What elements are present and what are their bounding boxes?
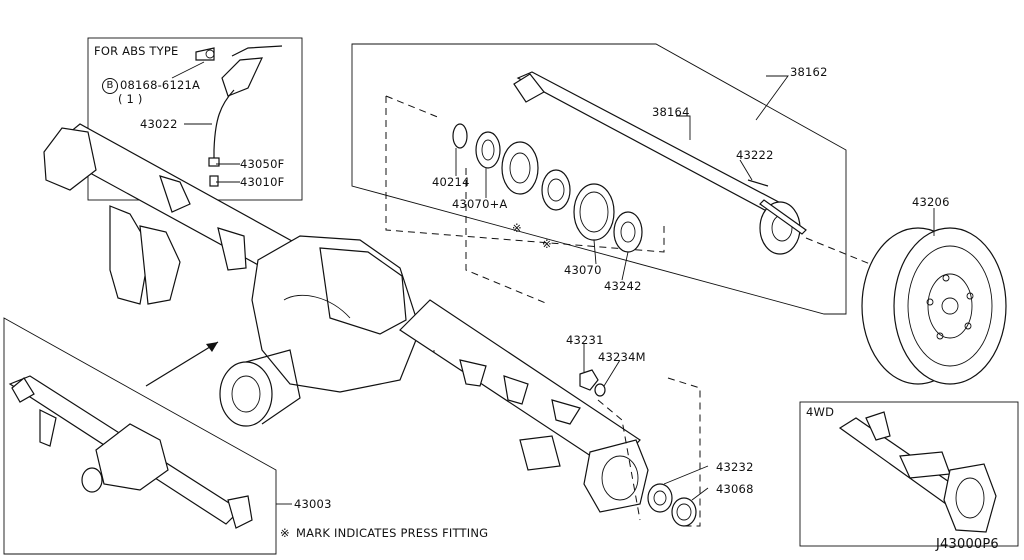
axle-shaft-frame (351, 43, 847, 315)
oil-seal-icon (647, 483, 673, 513)
four-wd-note: 4WD (806, 405, 835, 419)
part-label-43206[interactable]: 43206 (912, 195, 950, 209)
axle-assembly-icon (8, 375, 253, 529)
axle-shaft-icon (513, 71, 807, 255)
part-label-43070A[interactable]: 43070+A (452, 197, 508, 211)
brake-drum-icon (861, 227, 1007, 385)
axle-housing-icon (43, 123, 649, 513)
part-label-43010F[interactable]: 43010F (240, 175, 285, 189)
diagram-code: J43000P6 (936, 537, 999, 552)
part-label-43234M[interactable]: 43234M (598, 350, 646, 364)
part-label-43070[interactable]: 43070 (564, 263, 602, 277)
press-fit-mark-2: ※ (542, 237, 552, 251)
part-label-43231[interactable]: 43231 (566, 333, 604, 347)
part-label-43232[interactable]: 43232 (716, 460, 754, 474)
bolt-symbol-badge: B (102, 78, 118, 94)
part-label-40214[interactable]: 40214 (432, 175, 470, 189)
part-label-38164[interactable]: 38164 (652, 105, 690, 119)
seal-kit-icon (671, 497, 697, 527)
part-label-43022[interactable]: 43022 (140, 117, 178, 131)
part-label-43050F[interactable]: 43050F (240, 157, 285, 171)
washer-icon (594, 383, 606, 397)
nut-icon (579, 369, 599, 391)
abs-type-note: FOR ABS TYPE (94, 44, 179, 58)
assembly-inset-frame (3, 317, 277, 555)
part-label-bolt-code: 08168-6121A (120, 78, 201, 92)
part-label-bolt-qty: ( 1 ) (118, 92, 143, 106)
four-wd-axle-icon (838, 411, 997, 533)
seal-icon (475, 131, 501, 169)
direction-arrow-icon (145, 341, 219, 387)
part-label-43068[interactable]: 43068 (716, 482, 754, 496)
abs-sensor-icon (195, 45, 283, 187)
part-label-43003[interactable]: 43003 (294, 497, 332, 511)
retainer-ring-icon (573, 183, 615, 241)
press-fit-mark-1: ※ (512, 221, 522, 235)
gasket-icon (613, 211, 643, 253)
press-fitting-note: MARK INDICATES PRESS FITTING (296, 526, 489, 540)
bearing-icon (501, 141, 539, 195)
part-label-38162[interactable]: 38162 (790, 65, 828, 79)
part-label-43222[interactable]: 43222 (736, 148, 774, 162)
four-wd-frame (799, 401, 1019, 547)
bearing-race-icon (541, 169, 571, 211)
press-fitting-symbol: ※ (280, 526, 290, 540)
part-label-43242[interactable]: 43242 (604, 279, 642, 293)
snap-ring-icon (452, 123, 468, 149)
